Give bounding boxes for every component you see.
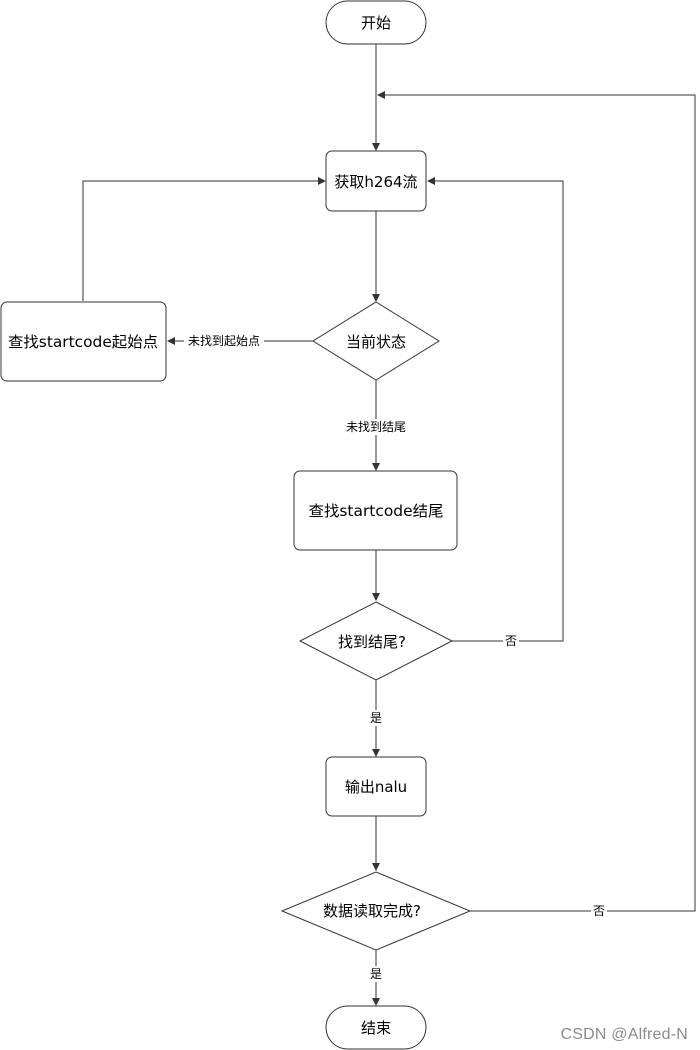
- found-end-decision: [298, 601, 454, 681]
- edge-found-q-no-to-get-stream: [427, 177, 564, 642]
- edge-label-not-found-start: 未找到起始点: [188, 334, 260, 348]
- edge-label-read-done-no: 否: [593, 904, 605, 918]
- state-label: 当前状态: [346, 333, 406, 351]
- edge-find-start-to-get-stream: [82, 177, 326, 301]
- find-end-label: 查找startcode结尾: [309, 502, 444, 520]
- get-stream-box: [325, 150, 427, 212]
- read-done-label: 数据读取完成?: [323, 902, 421, 920]
- find-start-box: [0, 301, 167, 382]
- edge-label-found-end-no: 否: [505, 634, 517, 648]
- found-end-label: 找到结尾?: [338, 633, 406, 651]
- start-label: 开始: [361, 14, 391, 32]
- edge-read-done-no-to-loop: [377, 91, 696, 912]
- get-stream-label: 获取h264流: [334, 173, 417, 191]
- output-nalu-box: [325, 756, 427, 817]
- output-nalu-label: 输出nalu: [345, 778, 407, 796]
- edge-label-read-done-yes: 是: [370, 967, 382, 981]
- watermark: CSDN @Alfred-N: [560, 1026, 688, 1043]
- end-terminal: [325, 1005, 427, 1050]
- start-terminal: [325, 0, 427, 45]
- read-done-decision: [280, 871, 472, 951]
- end-label: 结束: [361, 1019, 391, 1037]
- edge-label-not-found-end: 未找到结尾: [346, 420, 406, 434]
- find-start-label: 查找startcode起始点: [8, 333, 158, 351]
- find-end-box: [293, 470, 458, 551]
- edge-label-found-end-yes: 是: [370, 711, 382, 725]
- state-decision: [312, 301, 440, 381]
